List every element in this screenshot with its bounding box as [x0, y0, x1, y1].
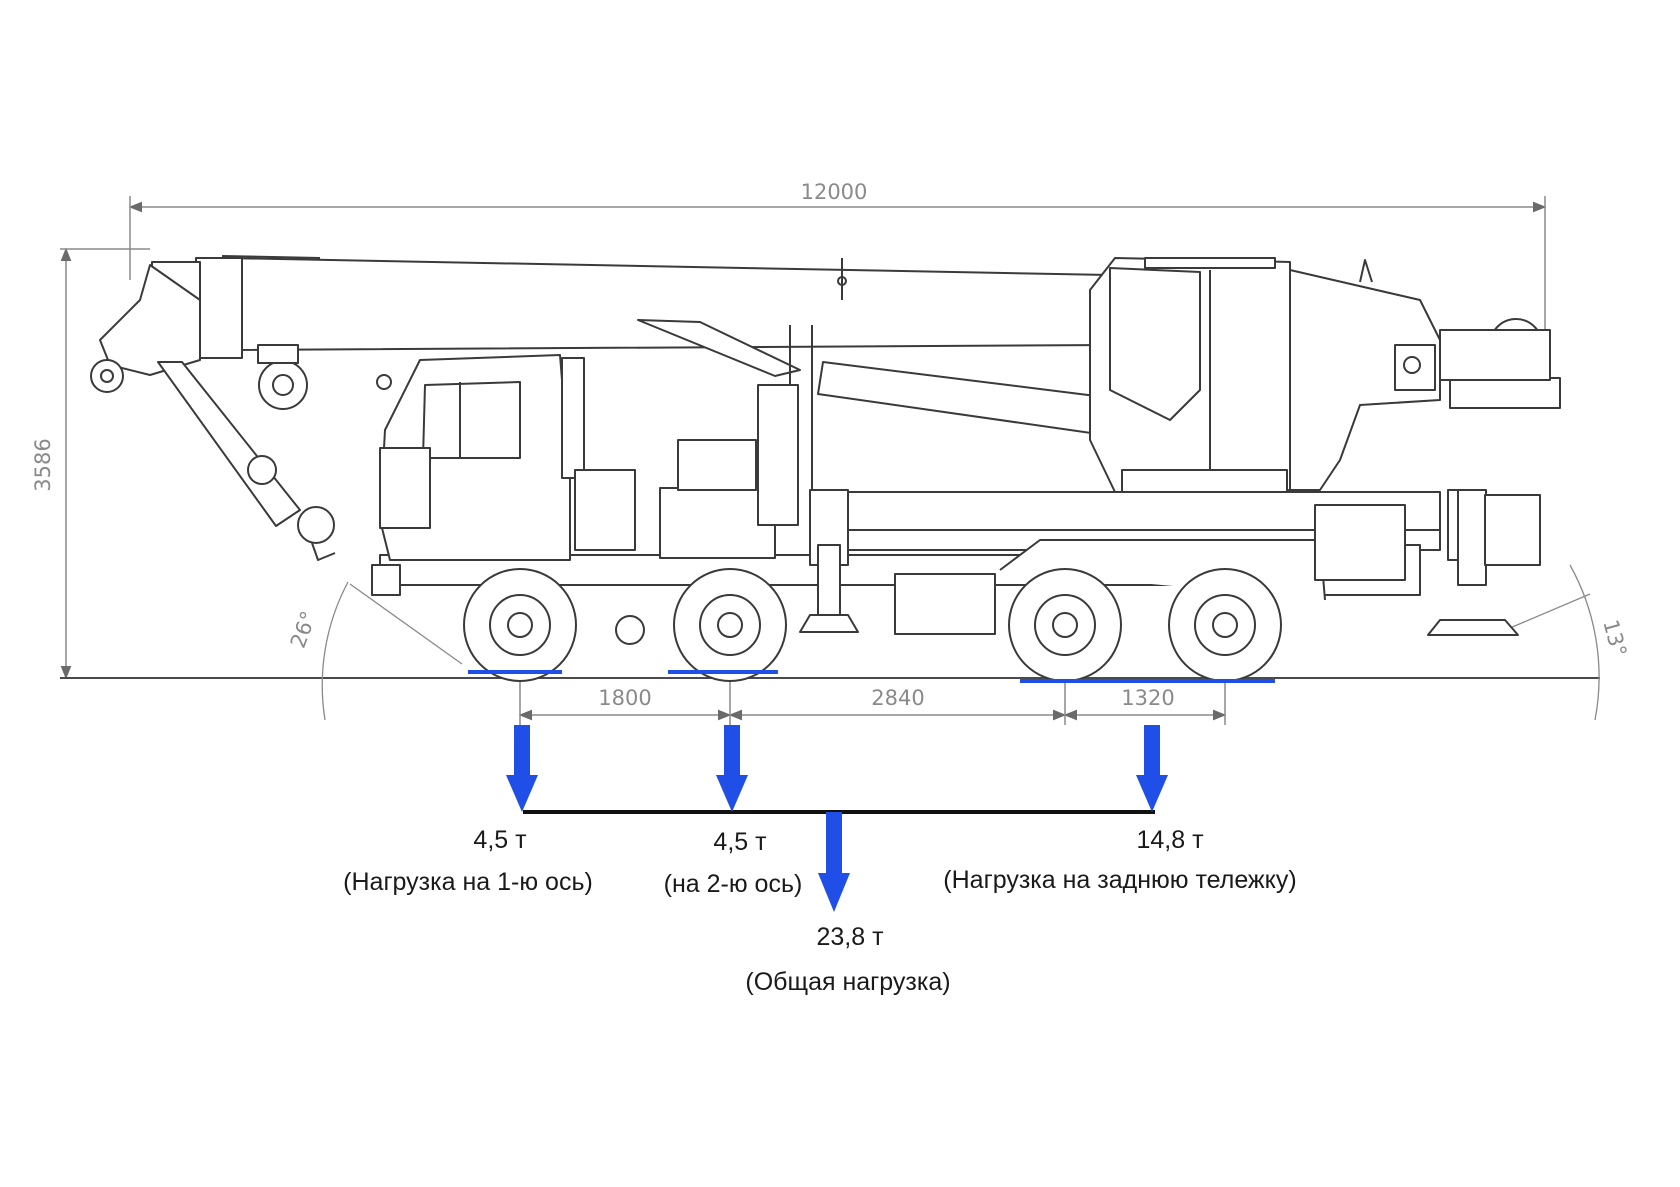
overall-height-dimension	[60, 247, 150, 680]
equipment-boxes	[574, 384, 1406, 581]
boom-head	[90, 264, 308, 410]
load-contact-marks	[468, 670, 1275, 683]
boom	[151, 255, 1113, 359]
departure-angle-indicator	[1509, 564, 1600, 721]
crane-truck-drawing	[90, 255, 1561, 682]
overall-length-dimension	[128, 196, 1547, 350]
load-arrow-total	[818, 812, 850, 912]
load-rear-label: (Нагрузка на заднюю тележку)	[943, 866, 1296, 894]
crane-operator-cabin	[1089, 257, 1291, 493]
load-arrow-rear	[1136, 725, 1168, 812]
tow-hook	[615, 615, 645, 645]
departure-angle-label: 13°	[1598, 617, 1631, 659]
wheel-axle-1	[463, 568, 577, 682]
approach-angle-label: 26°	[286, 608, 321, 651]
load-axle1-label: (Нагрузка на 1-ю ось)	[343, 868, 593, 896]
driver-cab	[371, 354, 585, 596]
turntable-counterweight	[1289, 259, 1561, 491]
load-axle1-value: 4,5 т	[473, 826, 527, 854]
axle-spacing-1-label: 1800	[598, 686, 651, 710]
load-arrow-axle2	[716, 725, 748, 812]
wheel-axle-3	[1008, 568, 1122, 682]
load-arrow-axle1	[506, 725, 538, 812]
load-axle2-value: 4,5 т	[713, 828, 767, 856]
overall-length-label: 12000	[801, 180, 868, 204]
outriggers	[799, 489, 1541, 636]
wheel-axle-4	[1168, 568, 1282, 682]
axle-spacing-2-label: 2840	[871, 686, 924, 710]
load-arrows	[506, 725, 1168, 912]
load-axle2-label: (на 2-ю ось)	[664, 870, 803, 898]
boom-strut	[157, 361, 336, 561]
overall-height-label: 3586	[31, 438, 55, 491]
wheel-axle-2	[673, 568, 787, 682]
approach-angle-indicator	[321, 581, 463, 721]
load-rear-value: 14,8 т	[1136, 826, 1204, 854]
axle-spacing-3-label: 1320	[1121, 686, 1174, 710]
load-total-value: 23,8 т	[816, 923, 884, 951]
load-total-label: (Общая нагрузка)	[745, 968, 950, 996]
